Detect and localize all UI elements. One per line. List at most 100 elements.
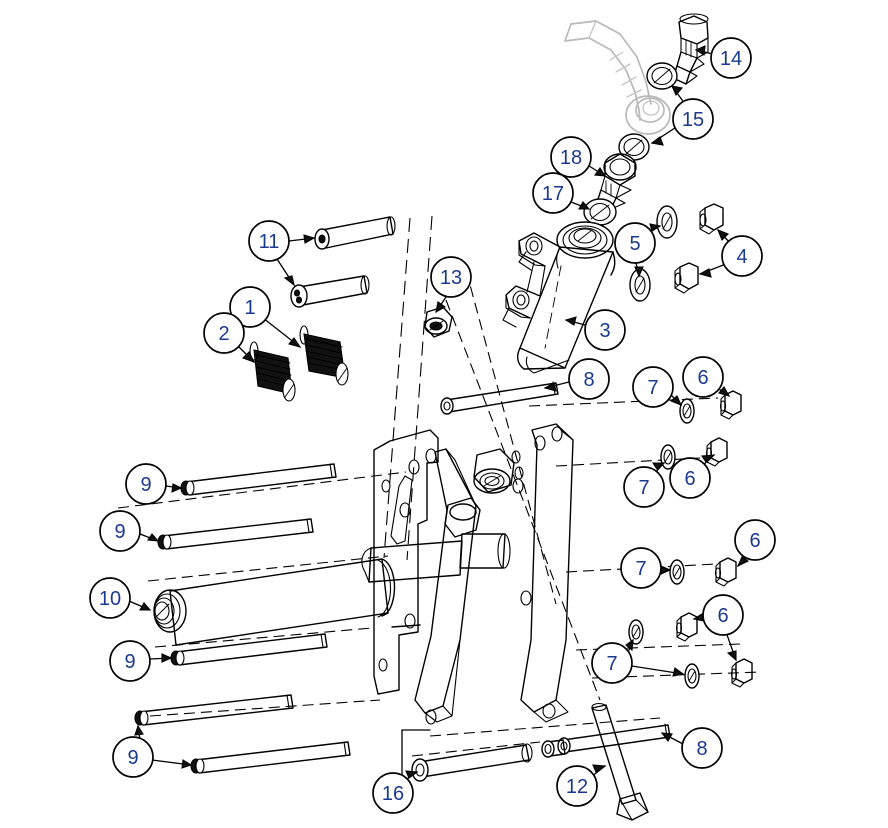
callout-number: 9 <box>114 521 125 543</box>
callout-circle <box>248 220 290 262</box>
callout-balloon-4-c4[interactable]: 4 <box>721 235 763 277</box>
callout-balloon-2-c2[interactable]: 2 <box>203 312 245 354</box>
callout-circle <box>620 547 662 589</box>
pin-rod-upper-part8 <box>440 381 559 415</box>
cap-screws-part11 <box>290 216 396 308</box>
callout-circle <box>99 510 141 552</box>
filter-body-part3 <box>502 221 616 374</box>
callout-number: 6 <box>749 530 760 552</box>
callout-balloon-6-c6d[interactable]: 6 <box>702 594 744 636</box>
hydraulic-hose-ghost <box>564 20 671 135</box>
callout-balloon-5-c5[interactable]: 5 <box>614 222 656 264</box>
callout-number: 18 <box>560 147 582 169</box>
callout-number: 6 <box>717 605 728 627</box>
callout-circle <box>109 640 151 682</box>
callout-number: 16 <box>382 783 404 805</box>
bushing-installed <box>473 448 515 494</box>
callout-number: 1 <box>244 297 255 319</box>
mounting-bracket-weldment <box>361 423 574 725</box>
callout-circle <box>614 222 656 264</box>
callout-circle <box>669 457 711 499</box>
callout-balloon-8-c8a[interactable]: 8 <box>568 358 610 400</box>
callout-balloon-10-c10[interactable]: 10 <box>89 577 131 619</box>
callout-number: 7 <box>635 558 646 580</box>
callout-number: 5 <box>629 233 640 255</box>
callout-circle <box>125 463 167 505</box>
callout-number: 9 <box>127 747 138 769</box>
callout-number: 8 <box>583 369 594 391</box>
callout-circle <box>372 772 414 814</box>
callout-number: 6 <box>684 468 695 490</box>
callout-circle <box>632 366 674 408</box>
callout-circle <box>681 727 723 769</box>
callout-circle <box>623 466 665 508</box>
callout-number: 9 <box>140 474 151 496</box>
callout-circle <box>682 356 724 398</box>
callout-balloon-13-c13[interactable]: 13 <box>430 256 472 298</box>
callout-circle <box>568 358 610 400</box>
callout-number: 9 <box>124 651 135 673</box>
callout-balloon-7-c7a[interactable]: 7 <box>632 366 674 408</box>
shoulder-bolts-part9 <box>134 463 351 774</box>
callout-circle <box>550 136 592 178</box>
callout-circle <box>584 309 626 351</box>
callout-balloon-6-c6b[interactable]: 6 <box>669 457 711 499</box>
callout-circle <box>672 98 714 140</box>
callout-balloon-7-c7c[interactable]: 7 <box>620 547 662 589</box>
callout-number: 15 <box>682 109 704 131</box>
callout-balloon-9-c9a[interactable]: 9 <box>125 463 167 505</box>
assembly-phantom-lines <box>117 215 761 757</box>
callout-balloon-11-c11[interactable]: 11 <box>248 220 290 262</box>
callout-balloon-7-c7d[interactable]: 7 <box>591 642 633 684</box>
hex-nuts-part6 <box>675 390 753 688</box>
callout-number: 13 <box>440 267 462 289</box>
callout-balloon-1-c1[interactable]: 1 <box>229 286 271 328</box>
callout-circle <box>721 235 763 277</box>
callout-circle <box>556 765 598 807</box>
seal-rings-part15 <box>618 62 678 161</box>
o-ring-part17 <box>583 198 617 226</box>
callout-circle <box>710 37 752 79</box>
callout-circle <box>532 172 574 214</box>
callout-balloon-6-c6c[interactable]: 6 <box>734 519 776 561</box>
callout-balloon-3-c3[interactable]: 3 <box>584 309 626 351</box>
callout-circle <box>203 312 245 354</box>
callout-circle <box>430 256 472 298</box>
callout-balloon-7-c7b[interactable]: 7 <box>623 466 665 508</box>
callout-number: 3 <box>599 320 610 342</box>
callout-balloon-14-c14[interactable]: 14 <box>710 37 752 79</box>
callout-number: 6 <box>697 367 708 389</box>
callout-balloon-12-c12[interactable]: 12 <box>556 765 598 807</box>
callout-number: 11 <box>259 231 280 253</box>
hex-nuts-part4 <box>674 203 724 294</box>
callout-number: 7 <box>647 377 658 399</box>
callout-number: 12 <box>566 776 588 798</box>
callout-circle <box>112 736 154 778</box>
callout-number: 10 <box>99 588 121 610</box>
callout-number: 17 <box>542 183 564 205</box>
callout-circle <box>229 286 271 328</box>
callout-balloon-9-c9b[interactable]: 9 <box>99 510 141 552</box>
callout-balloon-18-c18[interactable]: 18 <box>550 136 592 178</box>
flat-washers-part5 <box>629 205 678 302</box>
callout-circle <box>89 577 131 619</box>
callout-number: 7 <box>638 477 649 499</box>
callout-balloon-8-c8b[interactable]: 8 <box>681 727 723 769</box>
spacer-tube-part16 <box>411 739 566 782</box>
callout-number: 14 <box>720 48 742 70</box>
callout-circle <box>734 519 776 561</box>
springs-part1-part2 <box>249 325 349 402</box>
hex-bolt-part12 <box>591 702 649 821</box>
callout-balloon-6-c6a[interactable]: 6 <box>682 356 724 398</box>
callout-balloon-9-c9c[interactable]: 9 <box>109 640 151 682</box>
callout-balloon-17-c17[interactable]: 17 <box>532 172 574 214</box>
callout-balloon-16-c16[interactable]: 16 <box>372 772 414 814</box>
callout-number: 2 <box>218 323 229 345</box>
callout-balloon-9-c9d[interactable]: 9 <box>112 736 154 778</box>
callout-circle <box>702 594 744 636</box>
callout-balloon-15-c15[interactable]: 15 <box>672 98 714 140</box>
